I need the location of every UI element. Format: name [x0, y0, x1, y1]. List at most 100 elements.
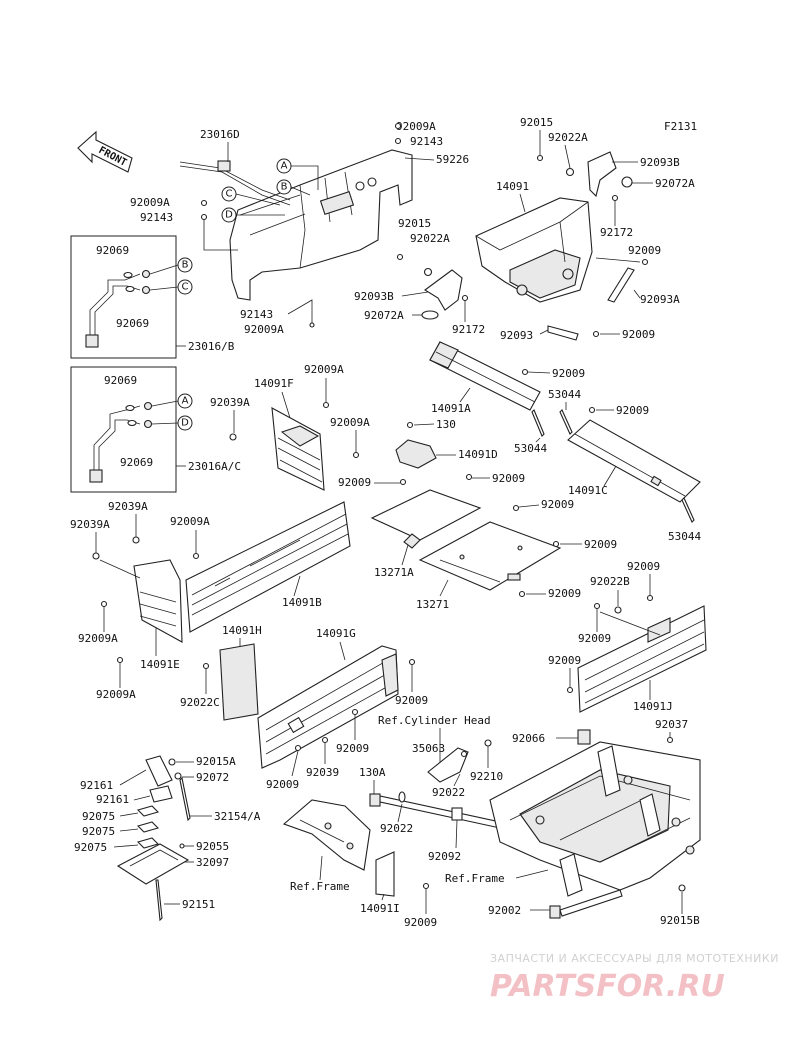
label-92009-j2: 92009: [578, 632, 611, 645]
watermark-tagline: ЗАПЧАСТИ И АКСЕССУАРЫ ДЛЯ МОТОТЕХНИКИ: [490, 952, 779, 965]
label-92143-left: 92143: [140, 211, 173, 224]
label-92009A-e1: 92009A: [78, 632, 118, 645]
callout-B-inset: B: [177, 257, 193, 273]
label-92015A: 92015A: [196, 755, 236, 768]
plate-14091H: [219, 643, 259, 721]
label-92009-g1: 92009: [338, 476, 371, 489]
plate-14091E: [133, 559, 183, 643]
label-14091H: 14091H: [222, 624, 262, 637]
plate-14091A: [429, 341, 541, 411]
label-14091F: 14091F: [254, 377, 294, 390]
svg-text:D: D: [225, 210, 233, 221]
label-92009-g5: 92009: [336, 742, 369, 755]
label-14091C: 14091C: [568, 484, 608, 497]
label-53044-top: 53044: [548, 388, 581, 401]
label-92009A-bottom: 92009A: [244, 323, 284, 336]
label-92075-a: 92075: [82, 810, 115, 823]
label-92072A-top: 92072A: [655, 177, 695, 190]
label-92039A-c: 92039A: [70, 518, 110, 531]
label-14091J: 14091J: [633, 700, 673, 713]
svg-text:C: C: [182, 282, 189, 293]
svg-text:A: A: [182, 396, 189, 407]
harness-23016B: [85, 269, 151, 348]
label-53044-c: 53044: [668, 530, 701, 543]
label-35063: 35063: [412, 742, 445, 755]
callout-D-panel: D: [221, 207, 237, 223]
figure-code: F2131: [664, 120, 697, 133]
label-92143-top: 92143: [410, 135, 443, 148]
label-92210: 92210: [470, 770, 503, 783]
plate-14091F: [271, 407, 325, 491]
label-92009-g4: 92009: [395, 694, 428, 707]
frame-bracket-left: [282, 799, 371, 871]
label-92161-a: 92161: [80, 779, 113, 792]
label-92075-c: 92075: [74, 841, 107, 854]
label-92093B-mid: 92093B: [354, 290, 394, 303]
label-92022-a: 92022: [432, 786, 465, 799]
svg-text:B: B: [182, 260, 189, 271]
inset-box-23016AC: [70, 366, 177, 493]
label-53044-a: 53044: [514, 442, 547, 455]
label-92075-b: 92075: [82, 825, 115, 838]
label-23016B: 23016/B: [188, 340, 235, 353]
inset-box-23016B: [70, 235, 177, 359]
label-92093: 92093: [500, 329, 533, 342]
ref-frame-left: Ref.Frame: [290, 880, 350, 893]
part-92066: [577, 729, 591, 745]
wire-harness-23016D: [179, 160, 291, 206]
label-92009A-left: 92009A: [130, 196, 170, 209]
label-92009-basket: 92009: [628, 244, 661, 257]
label-13271A: 13271A: [374, 566, 414, 579]
bolt-92002: [549, 889, 623, 919]
label-92009-g2: 92009: [492, 472, 525, 485]
label-59226: 59226: [436, 153, 469, 166]
label-14091: 14091: [496, 180, 529, 193]
label-92009A-f: 92009A: [304, 363, 344, 376]
callout-A-panel: A: [276, 158, 292, 174]
label-92009-g6: 92009: [266, 778, 299, 791]
label-14091I: 14091I: [360, 902, 400, 915]
label-92151: 92151: [182, 898, 215, 911]
harness-23016AC: [89, 401, 153, 483]
label-92015-top: 92015: [520, 116, 553, 129]
part-14091D: [395, 439, 437, 469]
label-92009A-b: 92009A: [170, 515, 210, 528]
label-92022A-top: 92022A: [548, 131, 588, 144]
label-14091B: 14091B: [282, 596, 322, 609]
label-92009-14091C: 92009: [616, 404, 649, 417]
label-92066: 92066: [512, 732, 545, 745]
label-92039A-f: 92039A: [210, 396, 250, 409]
label-92093A: 92093A: [640, 293, 680, 306]
svg-text:C: C: [226, 189, 233, 200]
label-92172-top: 92172: [600, 226, 633, 239]
label-92172-mid: 92172: [452, 323, 485, 336]
label-14091D: 14091D: [458, 448, 498, 461]
label-92009-13271b: 92009: [548, 587, 581, 600]
label-92022A-mid: 92022A: [410, 232, 450, 245]
label-23016AC: 23016A/C: [188, 460, 241, 473]
label-92009-j3: 92009: [548, 654, 581, 667]
svg-text:B: B: [281, 182, 288, 193]
label-92022-b: 92022: [380, 822, 413, 835]
label-92009-r1: 92009: [622, 328, 655, 341]
label-92009A-e2: 92009A: [96, 688, 136, 701]
front-arrow: FRONT: [77, 130, 133, 173]
label-13271: 13271: [416, 598, 449, 611]
ref-cylinder-head: Ref.Cylinder Head: [378, 714, 491, 727]
label-92039: 92039: [306, 766, 339, 779]
label-92009-14091A: 92009: [552, 367, 585, 380]
label-92009-j1: 92009: [627, 560, 660, 573]
svg-text:D: D: [181, 418, 189, 429]
label-92069-b1: 92069: [96, 244, 129, 257]
label-130: 130: [436, 418, 456, 431]
label-92002: 92002: [488, 904, 521, 917]
label-92069-c1: 92069: [104, 374, 137, 387]
basket-14091: [475, 197, 593, 303]
label-130A: 130A: [359, 766, 386, 779]
plate-14091C: [567, 419, 701, 503]
label-32154A: 32154/A: [214, 810, 261, 823]
label-92022B: 92022B: [590, 575, 630, 588]
label-23016D: 23016D: [200, 128, 240, 141]
callout-D-inset: D: [177, 415, 193, 431]
panel-14091G: [257, 645, 399, 769]
